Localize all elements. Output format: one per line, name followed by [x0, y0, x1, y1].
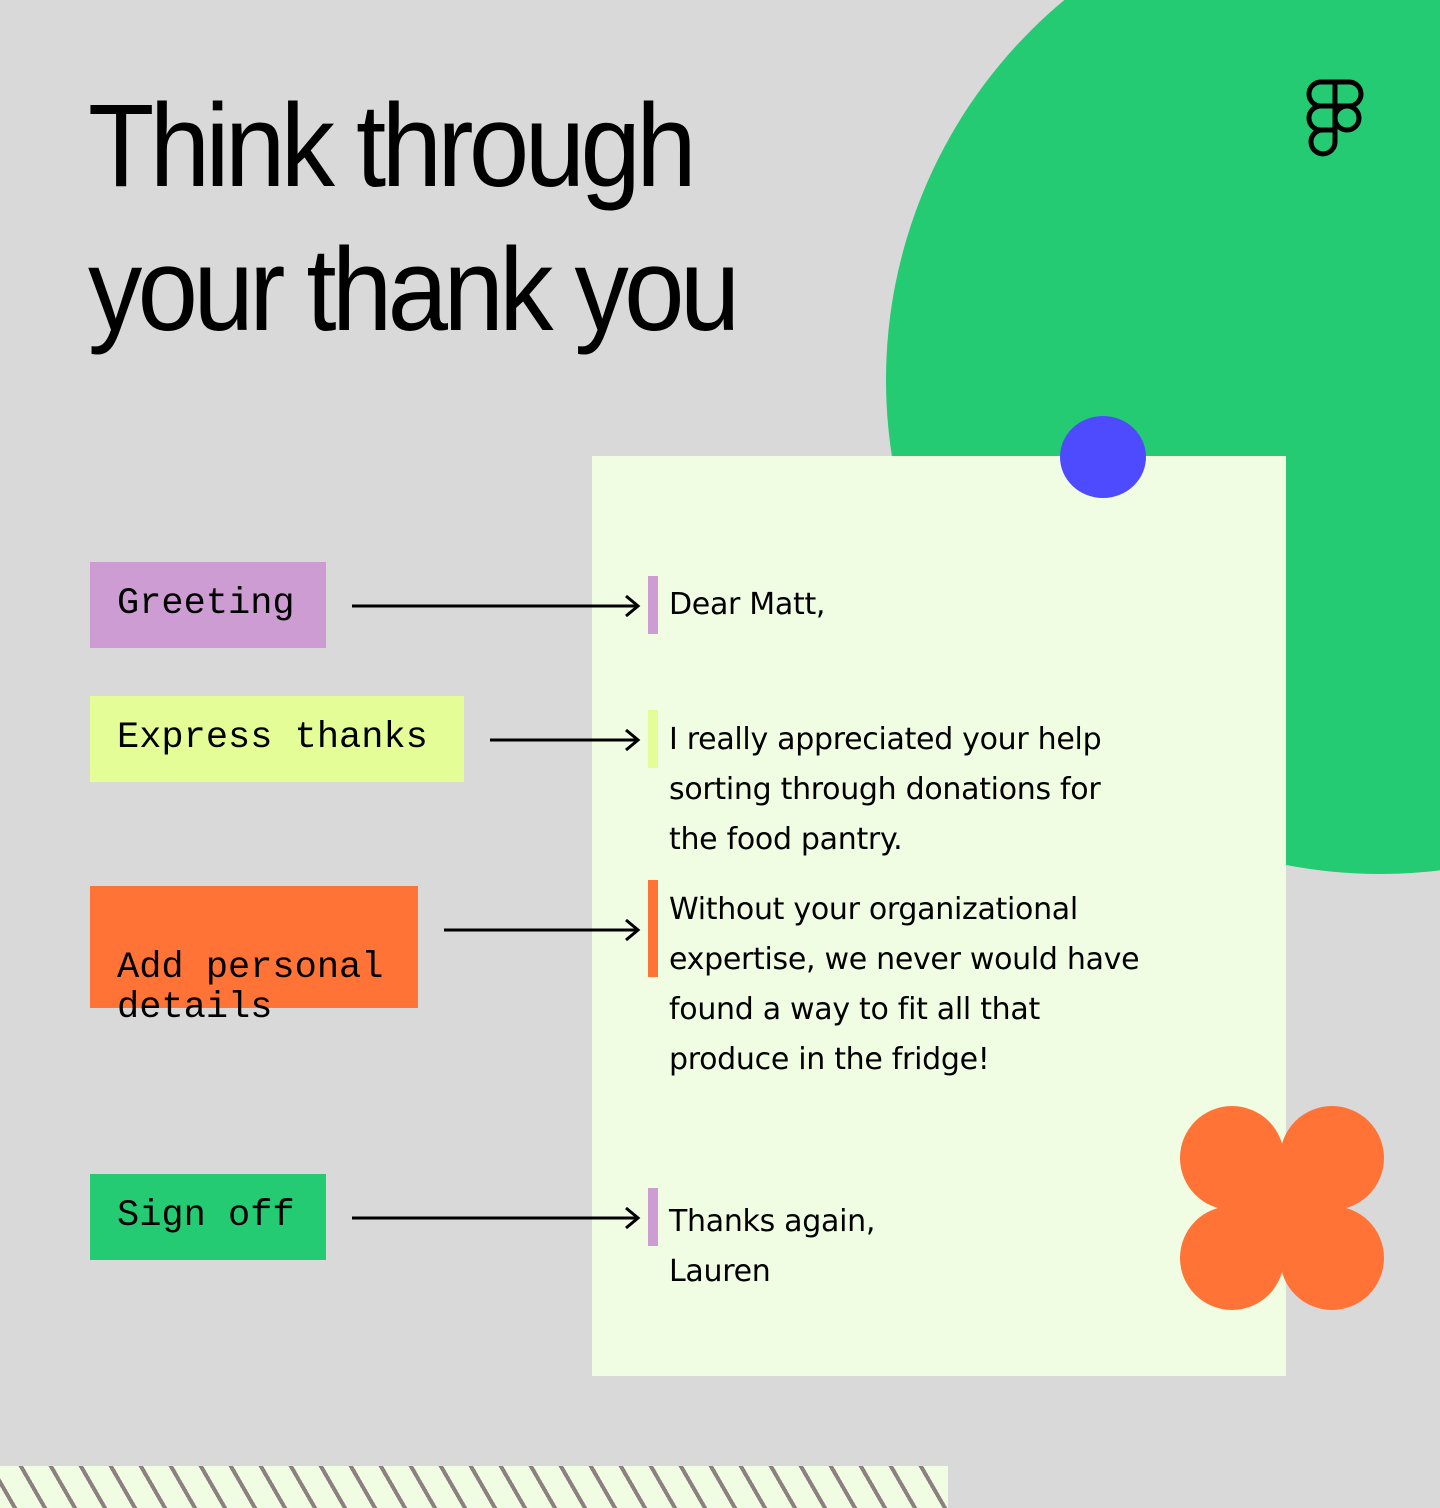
thanks-accent-bar [648, 710, 658, 768]
arrow-right-icon [352, 595, 642, 617]
label-signoff-text: Sign off [117, 1195, 295, 1237]
signoff-accent-bar [648, 1188, 658, 1246]
letter-note-card [592, 456, 1286, 1376]
title-line-2: your thank you [88, 224, 740, 356]
greeting-accent-bar [648, 576, 658, 634]
letter-details: Without your organizational expertise, w… [669, 892, 1140, 1077]
orange-flower-decoration [1180, 1106, 1386, 1312]
label-sign-off: Sign off [90, 1174, 326, 1260]
label-greeting-text: Greeting [117, 583, 295, 625]
hatched-strip-decoration [0, 1466, 948, 1508]
letter-greeting: Dear Matt, [669, 587, 826, 622]
label-details-text: Add personal details [117, 947, 384, 1029]
details-accent-bar [648, 880, 658, 977]
letter-thanks: I really appreciated your help sorting t… [669, 722, 1102, 857]
arrow-right-icon [490, 729, 642, 751]
title-line-1: Think through [88, 80, 697, 212]
arrow-right-icon [444, 919, 642, 941]
page-title: Think through your thank you [88, 74, 740, 362]
blue-pin-dot [1060, 416, 1146, 498]
arrow-right-icon [352, 1207, 642, 1229]
letter-signoff: Thanks again, Lauren [669, 1204, 876, 1289]
label-thanks-text: Express thanks [117, 717, 428, 759]
label-express-thanks: Express thanks [90, 696, 464, 782]
label-add-personal-details: Add personal details [90, 886, 418, 1028]
figma-logo-icon [1305, 78, 1365, 158]
label-greeting: Greeting [90, 562, 326, 648]
